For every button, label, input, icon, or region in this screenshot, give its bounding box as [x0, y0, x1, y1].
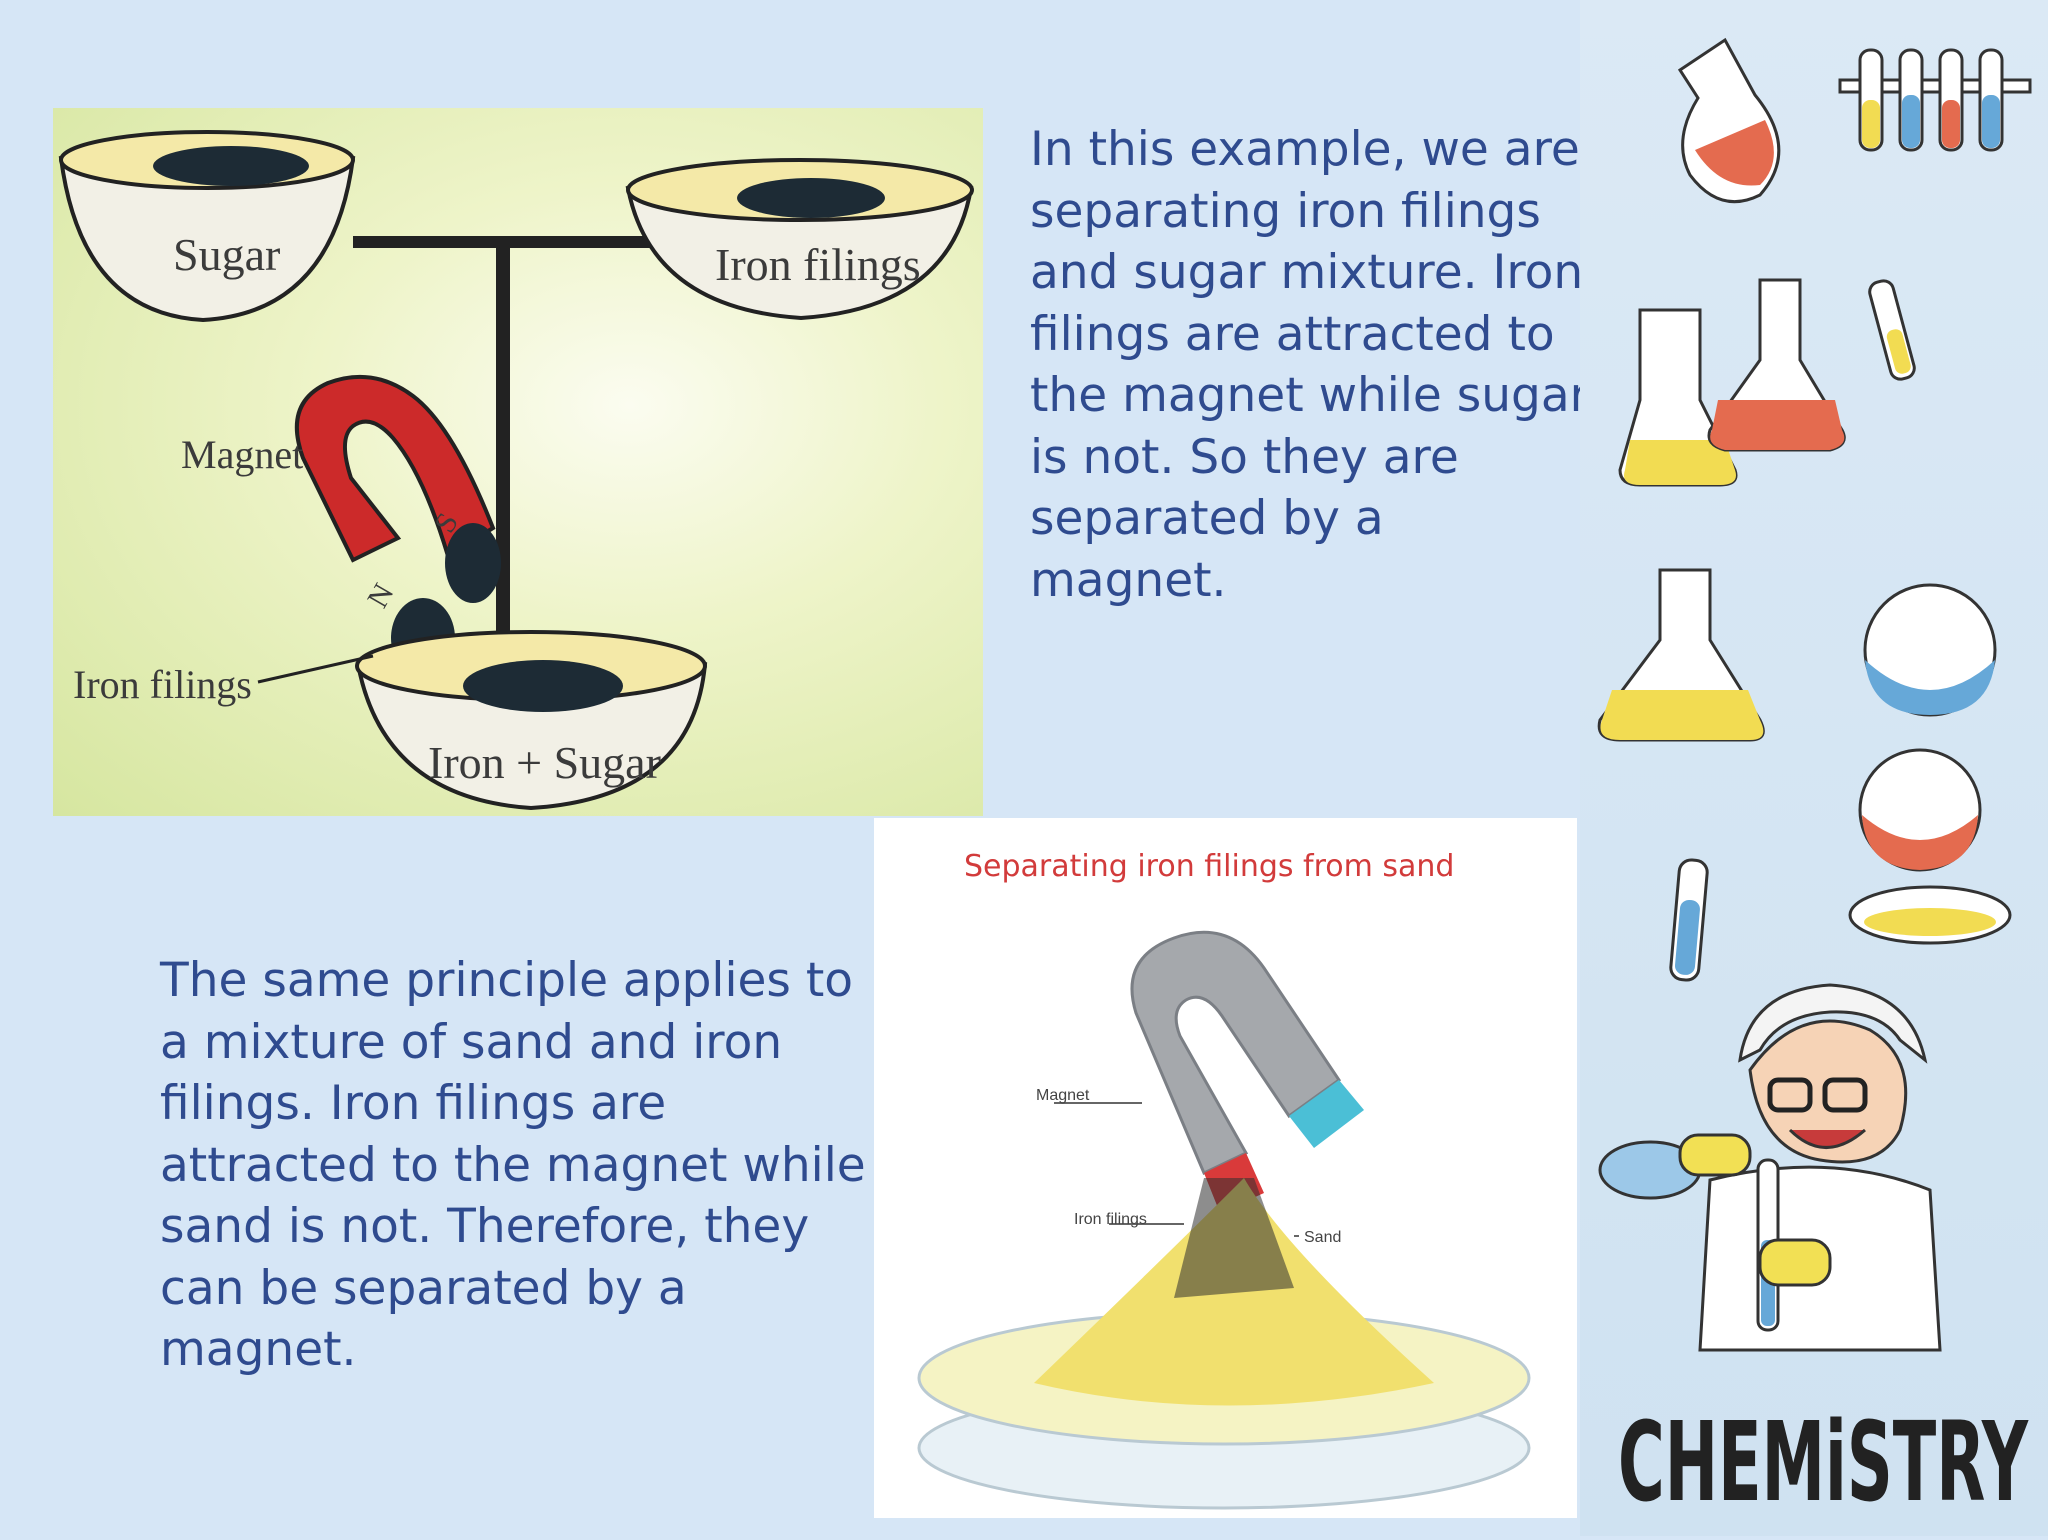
pole-n: N — [361, 578, 400, 613]
balance-stand — [496, 243, 510, 643]
figure-sand-separation: Separating iron filings from sand Magnet… — [874, 818, 1577, 1518]
chemistry-decoration: CHEMiSTRY — [1580, 0, 2048, 1536]
scientist-icon — [1598, 983, 1942, 1352]
conical-flask-icon — [1597, 568, 1765, 742]
balance-beam — [353, 236, 693, 248]
label-iron-filings-bowl: Iron filings — [715, 239, 921, 290]
figure2-title: Separating iron filings from sand — [964, 849, 1454, 884]
sand-magnet — [1130, 930, 1364, 1213]
small-test-tube-icon — [1868, 279, 1916, 381]
test-tube-rack-icon — [1838, 48, 2032, 152]
label-iron-filings: Iron filings — [73, 662, 252, 707]
label-iron-sugar: Iron + Sugar — [428, 737, 661, 788]
sugar-bowl: Sugar — [58, 130, 356, 323]
label-magnet-2: Magnet — [1036, 1087, 1090, 1104]
mixture-bowl: Iron + Sugar — [355, 630, 708, 811]
blue-test-tube-icon — [1669, 858, 1709, 982]
connected-flasks-icon — [1618, 278, 1846, 487]
chemistry-word: CHEMiSTRY — [1618, 1398, 2029, 1526]
iron-filings-leader — [257, 654, 374, 684]
explanation-sugar: In this example, we are separating iron … — [1030, 122, 1589, 608]
tilted-flask-icon — [1677, 37, 1781, 204]
figure-magnet-balance: Sugar Iron filings S N I — [53, 108, 983, 816]
explanation-sand: The same principle applies to a mixture … — [160, 953, 866, 1377]
petri-dish — [917, 1178, 1531, 1510]
label-magnet: Magnet — [181, 432, 303, 477]
balance-diagram: Sugar Iron filings S N I — [58, 130, 974, 811]
distillation-apparatus-icon — [1848, 583, 2012, 945]
label-iron-filings-2: Iron filings — [1074, 1211, 1147, 1228]
iron-filings-bowl: Iron filings — [625, 158, 974, 321]
chemistry-illustration: CHEMiSTRY — [1597, 37, 2032, 1526]
label-sugar: Sugar — [173, 229, 280, 280]
sand-diagram: Separating iron filings from sand Magnet… — [917, 849, 1531, 1510]
label-sand: Sand — [1304, 1229, 1341, 1246]
iron-filings-stream — [1174, 1178, 1294, 1298]
